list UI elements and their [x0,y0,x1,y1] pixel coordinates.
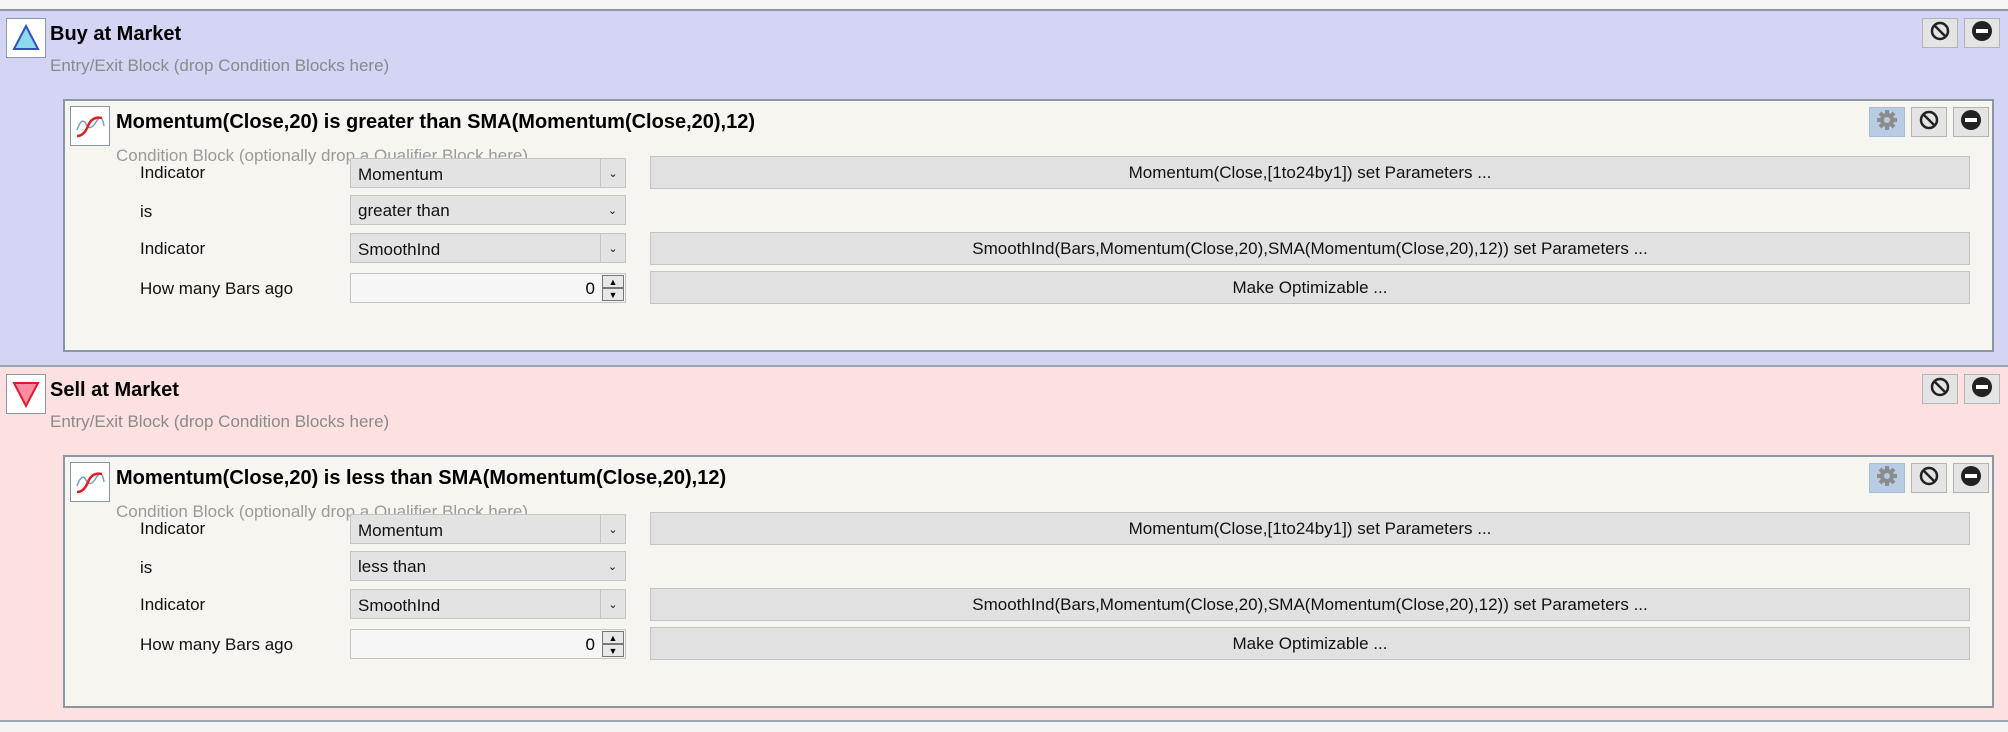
dropdown-value: Momentum [358,165,444,184]
arrow-down-icon[interactable]: ▼ [602,288,624,301]
indicator-dropdown[interactable]: SmoothInd ⌄ [350,233,626,263]
row-label: is [140,202,153,221]
remove-block-button[interactable] [1964,374,2000,404]
stepper-value: 0 [585,635,595,654]
indicator-cross-icon [70,106,110,146]
disable-condition-button[interactable] [1911,463,1947,493]
row-label: How many Bars ago [140,635,294,654]
triangle-up-icon [6,18,46,58]
set-parameters-button[interactable]: SmoothInd(Bars,Momentum(Close,20),SMA(Mo… [650,588,1970,621]
row-label: Indicator [140,239,206,258]
triangle-down-icon [6,374,46,414]
dropdown-value: SmoothInd [358,596,441,615]
settings-button[interactable] [1869,107,1905,137]
block-subtitle: Entry/Exit Block (drop Condition Blocks … [50,412,390,431]
condition-block: Momentum(Close,20) is greater than SMA(M… [63,99,1994,352]
dropdown-value: SmoothInd [358,240,441,259]
set-parameters-button[interactable]: Momentum(Close,[1to24by1]) set Parameter… [650,156,1970,189]
indicator-dropdown[interactable]: Momentum ⌄ [350,158,626,188]
indicator-cross-icon [70,462,110,502]
remove-block-button[interactable] [1964,18,2000,48]
chevron-down-icon: ⌄ [607,560,618,573]
chevron-down-icon: ⌄ [600,515,625,543]
chevron-down-icon: ⌄ [607,204,618,217]
gear-icon [1876,109,1898,136]
stepper-value: 0 [585,279,595,298]
chevron-down-icon: ⌄ [600,234,625,262]
remove-condition-button[interactable] [1953,463,1989,493]
comparison-dropdown[interactable]: less than ⌄ [350,551,626,581]
bars-ago-stepper[interactable]: 0 ▲▼ [350,273,626,303]
chevron-down-icon: ⌄ [600,159,625,187]
disable-block-button[interactable] [1922,374,1958,404]
disable-icon [1918,109,1940,136]
condition-block: Momentum(Close,20) is less than SMA(Mome… [63,455,1994,708]
chevron-down-icon: ⌄ [600,590,625,618]
arrow-down-icon[interactable]: ▼ [602,644,624,657]
disable-block-button[interactable] [1922,18,1958,48]
arrow-up-icon[interactable]: ▲ [602,631,624,644]
remove-icon [1971,376,1993,403]
remove-icon [1971,20,1993,47]
set-parameters-button[interactable]: Momentum(Close,[1to24by1]) set Parameter… [650,512,1970,545]
condition-title: Momentum(Close,20) is less than SMA(Mome… [116,467,727,489]
remove-icon [1960,109,1982,136]
remove-condition-button[interactable] [1953,107,1989,137]
indicator-dropdown[interactable]: SmoothInd ⌄ [350,589,626,619]
disable-condition-button[interactable] [1911,107,1947,137]
comparison-dropdown[interactable]: greater than ⌄ [350,195,626,225]
dropdown-value: less than [358,557,427,576]
disable-icon [1918,465,1940,492]
remove-icon [1960,465,1982,492]
block-title: Sell at Market [50,379,179,401]
row-label: Indicator [140,163,206,182]
buy-at-market-block: Buy at Market Entry/Exit Block (drop Con… [0,11,2008,367]
bars-ago-stepper[interactable]: 0 ▲▼ [350,629,626,659]
make-optimizable-button[interactable]: Make Optimizable ... [650,627,1970,660]
indicator-dropdown[interactable]: Momentum ⌄ [350,514,626,544]
dropdown-value: Momentum [358,521,444,540]
arrow-up-icon[interactable]: ▲ [602,275,624,288]
block-title: Buy at Market [50,23,182,45]
disable-icon [1929,376,1951,403]
gear-icon [1876,465,1898,492]
sell-at-market-block: Sell at Market Entry/Exit Block (drop Co… [0,367,2008,722]
row-label: How many Bars ago [140,279,294,298]
dropdown-value: greater than [358,201,450,220]
block-subtitle: Entry/Exit Block (drop Condition Blocks … [50,56,390,75]
row-label: Indicator [140,595,206,614]
settings-button[interactable] [1869,463,1905,493]
make-optimizable-button[interactable]: Make Optimizable ... [650,271,1970,304]
top-strip [0,0,2008,11]
row-label: is [140,558,153,577]
disable-icon [1929,20,1951,47]
condition-title: Momentum(Close,20) is greater than SMA(M… [116,111,755,133]
set-parameters-button[interactable]: SmoothInd(Bars,Momentum(Close,20),SMA(Mo… [650,232,1970,265]
row-label: Indicator [140,519,206,538]
